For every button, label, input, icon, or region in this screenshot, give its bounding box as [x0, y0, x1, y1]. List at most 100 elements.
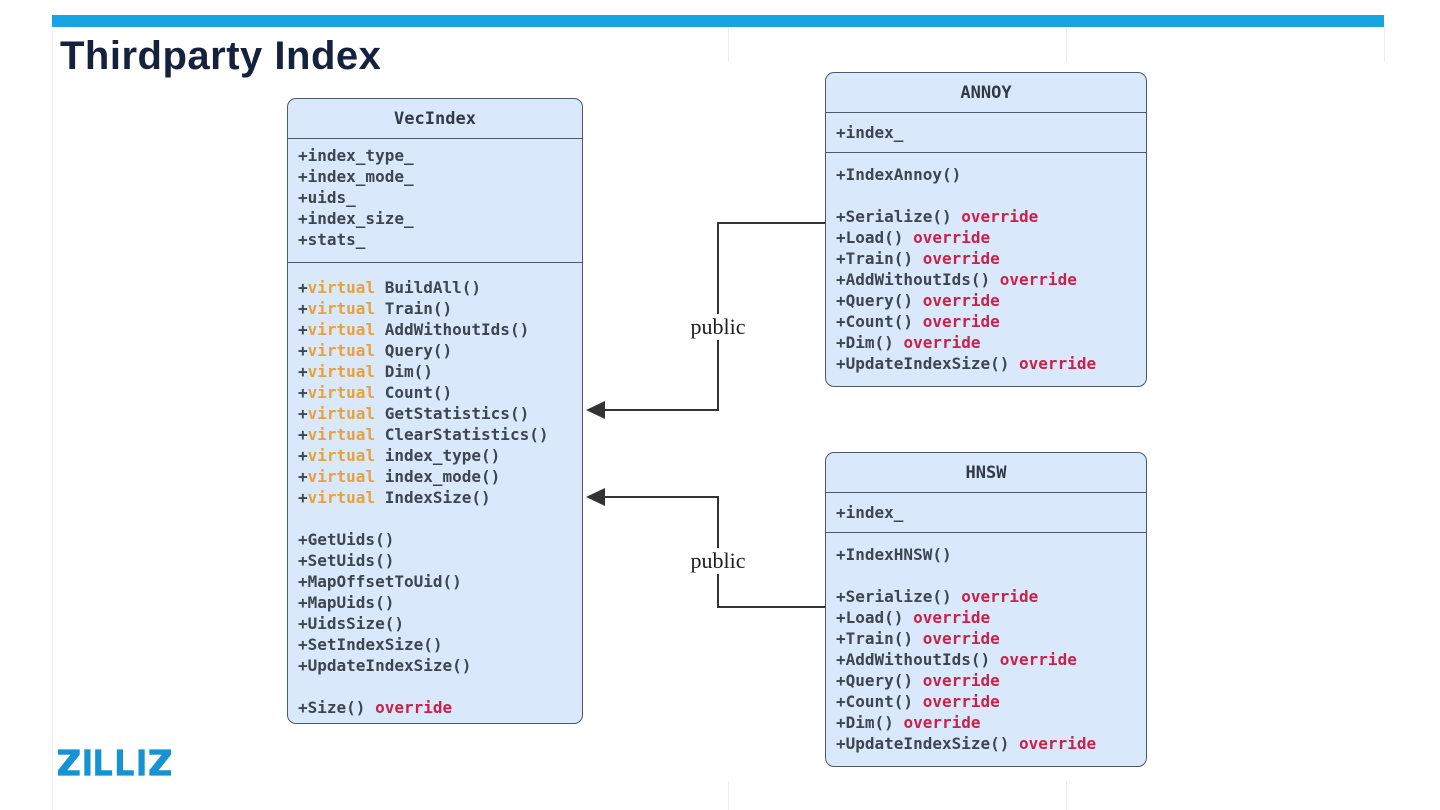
- blank-line: [298, 676, 572, 697]
- method-virtual: +virtual GetStatistics(): [298, 403, 572, 424]
- logo-letter-z: [149, 749, 171, 776]
- member-text: +SetIndexSize(): [298, 635, 443, 654]
- member-text: +UpdateIndexSize(): [836, 734, 1020, 753]
- attribute: +index_size_: [298, 208, 572, 229]
- member-text: +: [298, 299, 308, 318]
- member-text: +Query(): [836, 291, 923, 310]
- method-override: +Query() override: [836, 670, 1136, 691]
- member-text: ClearStatistics(): [375, 425, 549, 444]
- logo-letter-i: [84, 749, 91, 776]
- virtual-keyword: virtual: [307, 320, 376, 339]
- class-title: ANNOY: [826, 73, 1146, 113]
- method-override: +Size() override: [298, 697, 572, 718]
- member-text: +Dim(): [836, 713, 904, 732]
- override-keyword: override: [922, 312, 1000, 331]
- attribute: +index_type_: [298, 145, 572, 166]
- override-keyword: override: [1019, 354, 1097, 373]
- member-text: +: [298, 278, 308, 297]
- method-virtual: +virtual AddWithoutIds(): [298, 319, 572, 340]
- method-virtual: +virtual IndexSize(): [298, 487, 572, 508]
- class-box-hnsw: HNSW +index_ +IndexHNSW()+Serialize() ov…: [825, 452, 1147, 767]
- class-title: VecIndex: [288, 99, 582, 139]
- override-keyword: override: [961, 587, 1039, 606]
- zilliz-logo: [58, 749, 171, 776]
- method: +UidsSize(): [298, 613, 572, 634]
- method-override: +Train() override: [836, 248, 1136, 269]
- member-text: +AddWithoutIds(): [836, 270, 1000, 289]
- member-text: +Size(): [298, 698, 376, 717]
- logo-letter-i: [138, 749, 145, 776]
- member-text: +index_size_: [298, 209, 414, 228]
- member-text: AddWithoutIds(): [375, 320, 530, 339]
- accent-bar: [52, 15, 1384, 27]
- method: +SetIndexSize(): [298, 634, 572, 655]
- methods-section: +virtual BuildAll()+virtual Train()+virt…: [288, 263, 582, 724]
- virtual-keyword: virtual: [307, 278, 376, 297]
- method-override: +Serialize() override: [836, 206, 1136, 227]
- layout-guide-line: [1066, 781, 1067, 810]
- member-text: Query(): [375, 341, 453, 360]
- member-text: +UpdateIndexSize(): [298, 656, 472, 675]
- member-text: +Serialize(): [836, 207, 962, 226]
- member-text: +uids_: [298, 188, 356, 207]
- attributes-section: +index_type_+index_mode_ +uids_ +index_siz…: [288, 139, 582, 263]
- member-text: +index_mode_: [298, 167, 414, 186]
- method-virtual: +virtual Dim(): [298, 361, 572, 382]
- method-override: +Count() override: [836, 311, 1136, 332]
- member-text: +: [298, 467, 308, 486]
- member-text: +Serialize(): [836, 587, 962, 606]
- member-text: +: [298, 320, 308, 339]
- member-text: index_mode(): [375, 467, 501, 486]
- override-keyword: override: [903, 333, 981, 352]
- member-text: +GetUids(): [298, 530, 395, 549]
- member-text: Train(): [375, 299, 453, 318]
- member-text: +Load(): [836, 608, 914, 627]
- methods-section: +IndexAnnoy()+Serialize() override+Load(…: [826, 153, 1146, 386]
- method-constructor: +IndexHNSW(): [836, 544, 1136, 565]
- logo-letter-l: [95, 749, 113, 776]
- virtual-keyword: virtual: [307, 467, 376, 486]
- override-keyword: override: [913, 608, 991, 627]
- override-keyword: override: [913, 228, 991, 247]
- virtual-keyword: virtual: [307, 299, 376, 318]
- layout-guide-line: [1066, 27, 1067, 62]
- member-text: +index_: [836, 123, 904, 142]
- member-text: +MapUids(): [298, 593, 395, 612]
- override-keyword: override: [922, 629, 1000, 648]
- method-override: +Load() override: [836, 227, 1136, 248]
- member-text: +Count(): [836, 312, 923, 331]
- slide-left-edge-line: [52, 27, 53, 810]
- blank-line: [836, 185, 1136, 206]
- member-text: +MapOffsetToUid(): [298, 572, 462, 591]
- virtual-keyword: virtual: [307, 446, 376, 465]
- page-title: Thirdparty Index: [60, 34, 382, 78]
- layout-guide-line: [1384, 27, 1385, 62]
- virtual-keyword: virtual: [307, 404, 376, 423]
- arrowhead-icon: [586, 401, 605, 419]
- logo-letter-z: [58, 749, 80, 776]
- member-text: +IndexAnnoy(): [836, 165, 962, 184]
- member-text: GetStatistics(): [375, 404, 530, 423]
- member-text: +Train(): [836, 629, 923, 648]
- member-text: +index_: [836, 503, 904, 522]
- edge-label-public-hnsw: public: [683, 548, 753, 574]
- virtual-keyword: virtual: [307, 488, 376, 507]
- layout-guide-line: [728, 781, 729, 810]
- class-box-annoy: ANNOY +index_ +IndexAnnoy() +Serialize() …: [825, 72, 1147, 387]
- member-text: Count(): [375, 383, 453, 402]
- logo-letter-l: [116, 749, 134, 776]
- member-text: +: [298, 341, 308, 360]
- override-keyword: override: [1019, 734, 1097, 753]
- override-keyword: override: [375, 698, 453, 717]
- member-text: IndexSize(): [375, 488, 491, 507]
- member-text: +: [298, 362, 308, 381]
- member-text: +Count(): [836, 692, 923, 711]
- method-constructor: +IndexAnnoy(): [836, 164, 1136, 185]
- layout-guide-line: [728, 27, 729, 62]
- blank-line: [836, 565, 1136, 586]
- member-text: +: [298, 446, 308, 465]
- method: +MapUids(): [298, 592, 572, 613]
- method: +MapOffsetToUid(): [298, 571, 572, 592]
- method-override: +Train() override: [836, 628, 1136, 649]
